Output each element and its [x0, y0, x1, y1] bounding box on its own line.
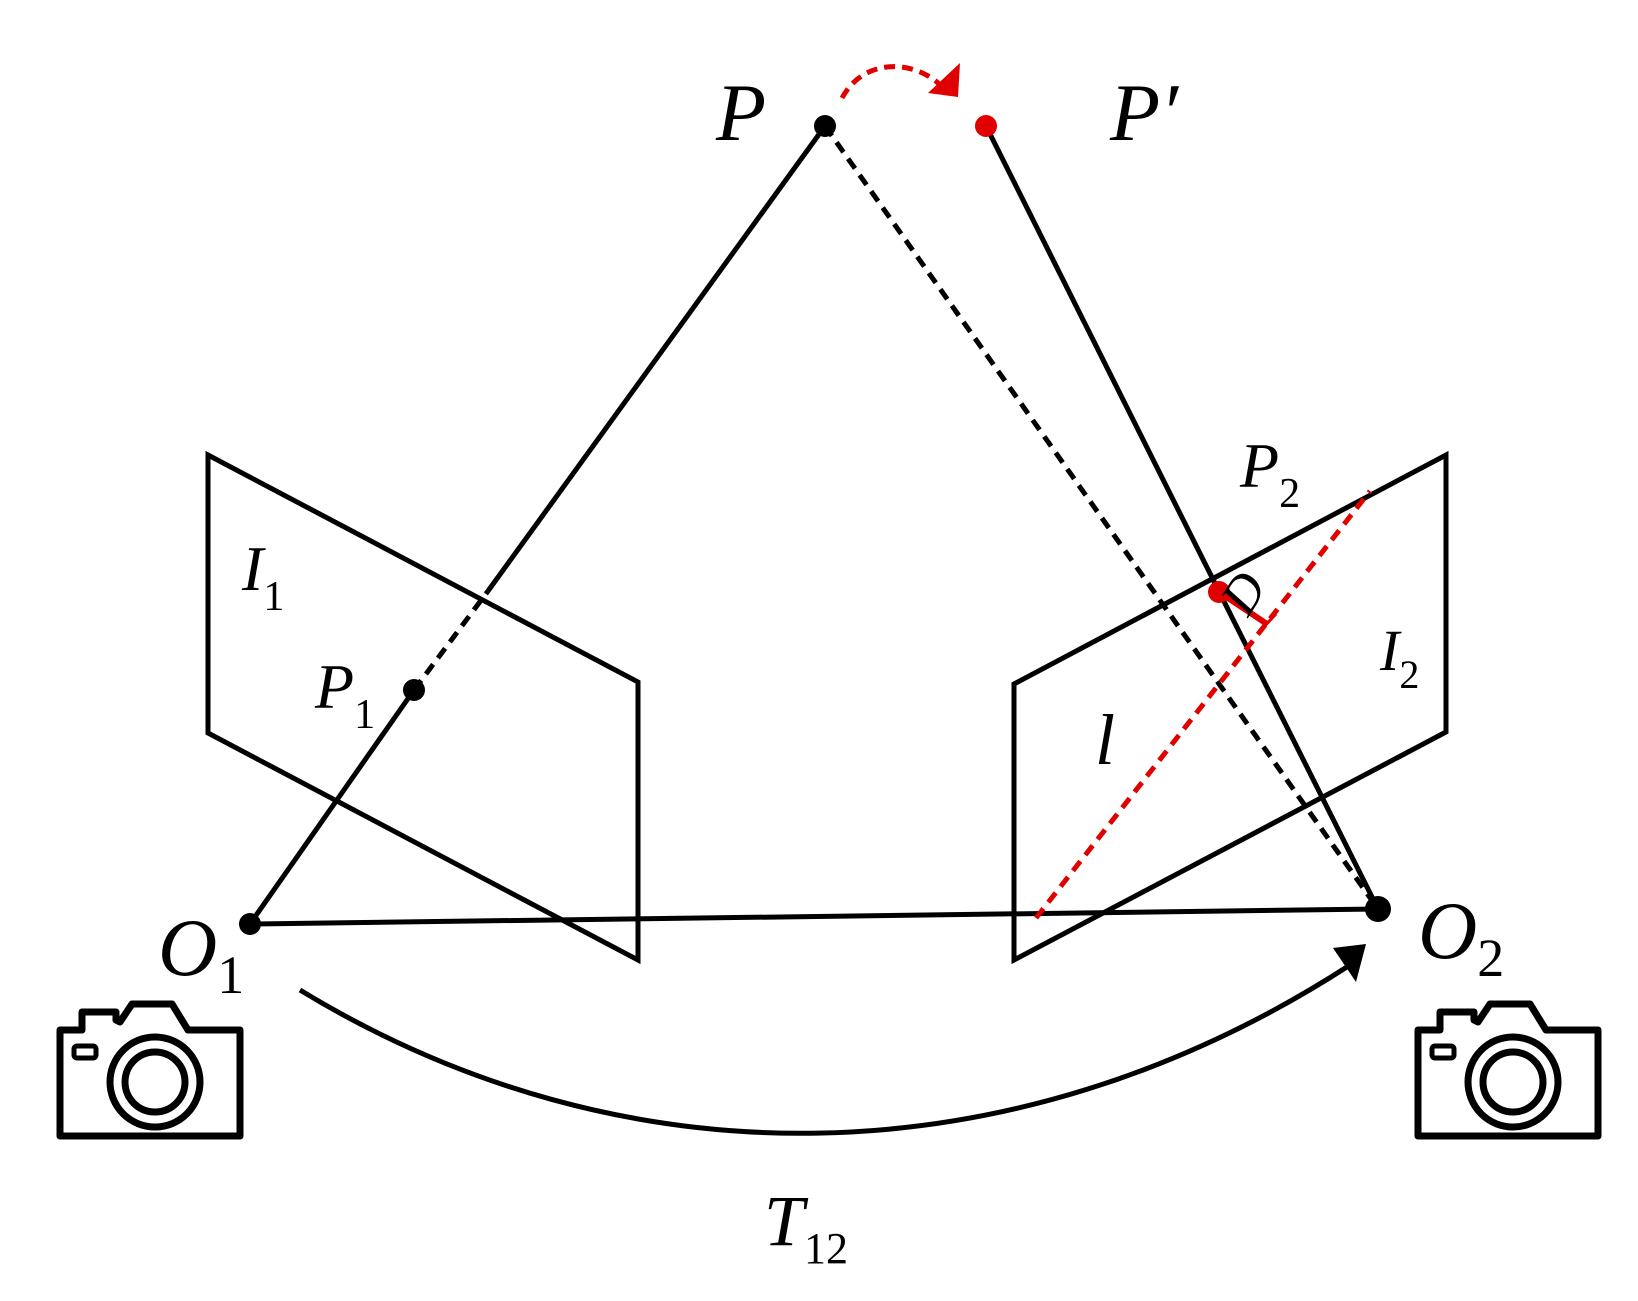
point-o1 — [239, 913, 261, 935]
epipolar-line-l — [1034, 489, 1372, 920]
ray-pprime-o2 — [983, 124, 1381, 911]
image-plane-i1 — [205, 450, 641, 965]
point-p-prime — [975, 115, 997, 137]
label-i1: I1 — [241, 533, 284, 620]
label-p1: P1 — [314, 651, 375, 738]
label-i2: I2 — [1379, 618, 1419, 697]
image-plane-i2 — [1011, 450, 1449, 965]
ray-plane-p — [485, 124, 828, 593]
transform-arc — [298, 962, 1352, 1136]
point-o2 — [1365, 896, 1391, 922]
point-p2 — [1208, 581, 1230, 603]
ray-o1-p1 — [247, 688, 417, 926]
label-o2: O2 — [1418, 885, 1504, 988]
label-epipolar-l: l — [1095, 700, 1115, 780]
distance-d-tick — [1257, 612, 1278, 634]
reprojection-curve — [839, 64, 947, 100]
camera-icon — [56, 1000, 244, 1140]
ray-p-o2-dashed — [822, 124, 1381, 911]
label-p2: P2 — [1239, 430, 1300, 517]
label-t12: T12 — [764, 1181, 848, 1273]
point-p — [814, 115, 836, 137]
label-p: P — [715, 67, 766, 158]
label-distance-d: D — [1209, 562, 1278, 625]
transform-arrowhead — [1333, 944, 1366, 982]
label-o1: O1 — [158, 902, 244, 1005]
reprojection-arrowhead — [928, 63, 960, 97]
ray-p1-plane-dashed — [411, 589, 491, 692]
point-p1 — [403, 679, 425, 701]
baseline-o1-o2 — [249, 906, 1379, 927]
label-p-prime: P′ — [1109, 67, 1179, 158]
camera-icon — [1414, 1000, 1602, 1140]
